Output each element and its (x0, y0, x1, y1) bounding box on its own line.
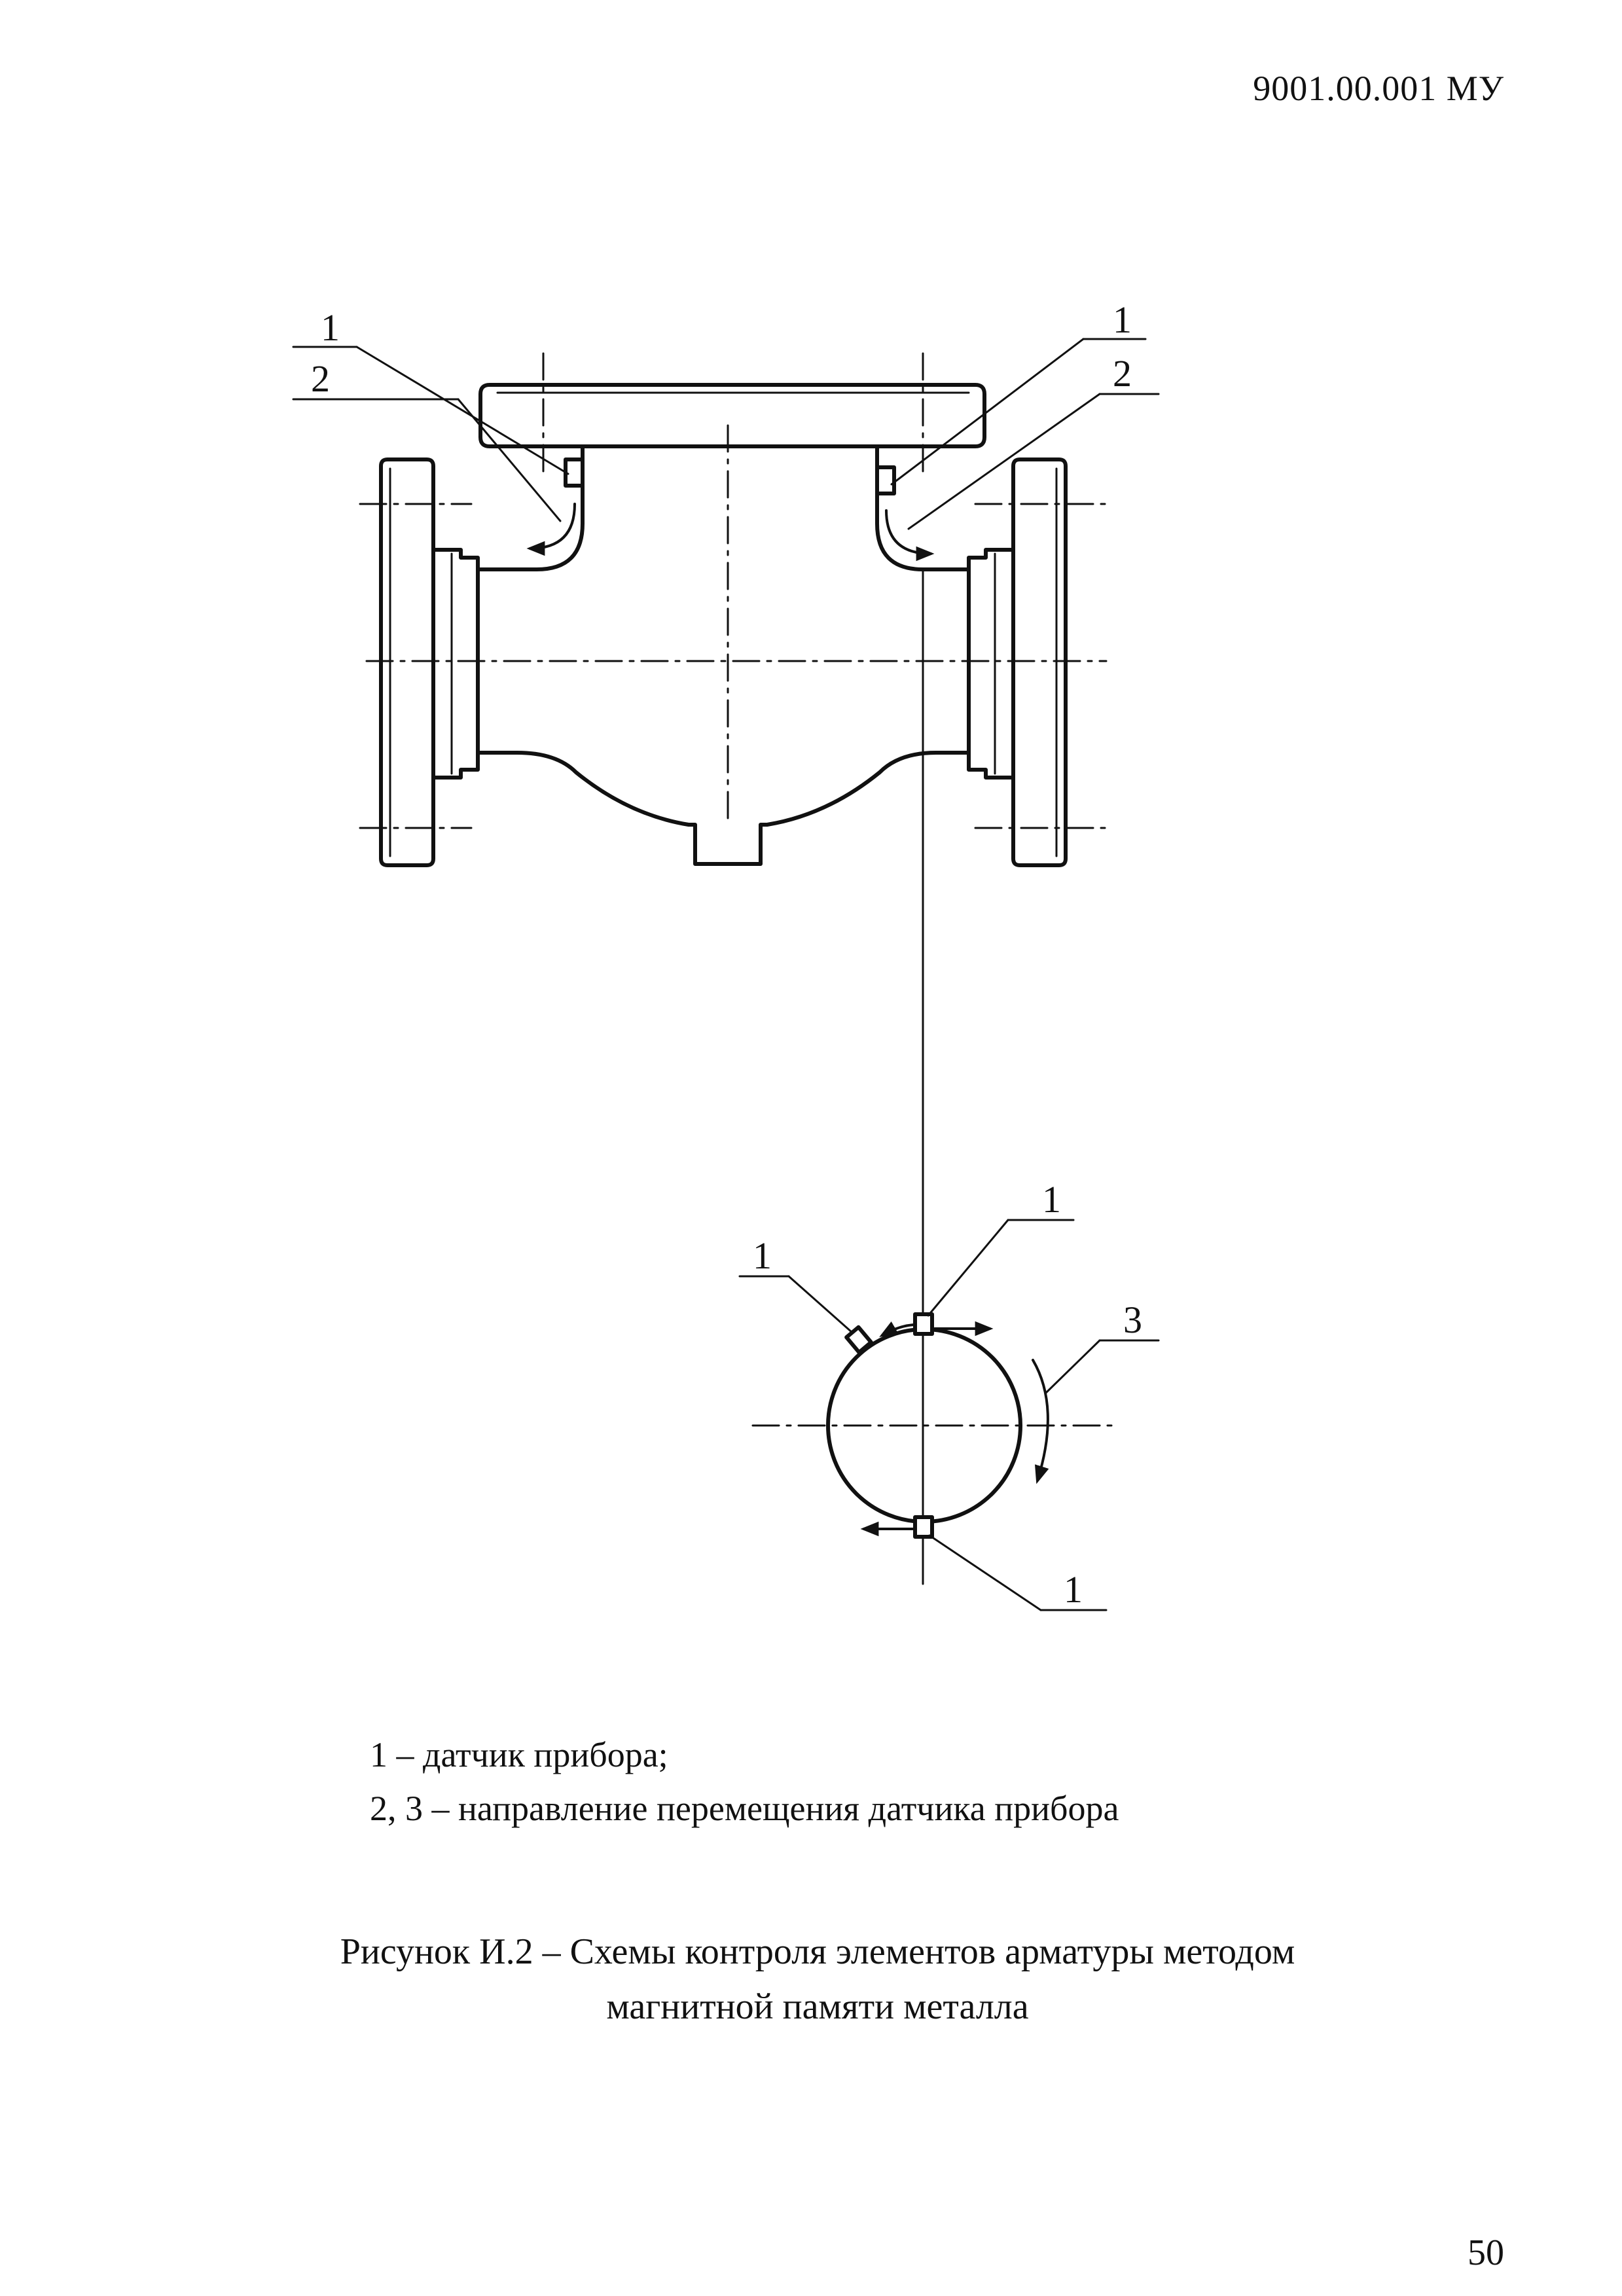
figure-caption: Рисунок И.2 – Схемы контроля элементов а… (0, 1924, 1622, 2034)
sensor-section-bottom (913, 1515, 934, 1539)
left-neck (431, 548, 480, 780)
left-flange (379, 457, 435, 867)
callout-section-bottom-1: 1 (1064, 1568, 1083, 1611)
right-flange (1011, 457, 1068, 867)
sensor-left-body (564, 457, 585, 488)
callout-section-top-1: 1 (1042, 1178, 1061, 1221)
leader-section-left-diag (787, 1275, 854, 1334)
section-arrow-rotation (1032, 1359, 1049, 1484)
movement-arrow-right (885, 509, 935, 562)
legend: 1 – датчик прибора; 2, 3 – направление п… (370, 1728, 1119, 1835)
leader-top-left-1-diag (355, 346, 569, 475)
callout-top-right-2: 2 (1113, 352, 1132, 395)
callout-top-left-2: 2 (311, 357, 330, 400)
section-arrow-top-left (879, 1321, 915, 1337)
leader-section-bottom-diag (928, 1534, 1042, 1611)
document-code: 9001.00.001 МУ (1253, 69, 1504, 108)
movement-arrow-left (526, 503, 576, 556)
callout-section-left-1: 1 (753, 1234, 772, 1277)
callout-top-right-1: 1 (1113, 298, 1132, 341)
leader-top-left-2-diag (457, 398, 562, 522)
page-number: 50 (1468, 2233, 1504, 2273)
leader-section-top-diag (927, 1219, 1009, 1317)
caption-line-2: магнитной памяти металла (606, 1986, 1029, 2027)
leader-section-right-diag (1045, 1339, 1101, 1394)
right-neck (967, 548, 1015, 780)
valve-body (476, 444, 971, 866)
top-cover-plate (478, 383, 986, 448)
legend-item-direction: 2, 3 – направление перемещения датчика п… (370, 1789, 1119, 1828)
sensor-section-top (913, 1312, 934, 1336)
leader-top-right-2-diag (907, 393, 1101, 530)
leader-top-right-1-diag (890, 338, 1085, 486)
caption-line-1: Рисунок И.2 – Схемы контроля элементов а… (340, 1931, 1295, 1972)
drawing-canvas: 1 2 1 2 1 1 3 1 (292, 298, 1160, 1611)
legend-item-sensor: 1 – датчик прибора; (370, 1735, 668, 1774)
valve-inspection-drawing: 1 2 1 2 1 1 3 1 (292, 298, 1160, 1611)
callout-section-right-3: 3 (1123, 1299, 1142, 1341)
sensor-right-body (875, 465, 896, 495)
callout-top-left-1: 1 (321, 306, 340, 349)
